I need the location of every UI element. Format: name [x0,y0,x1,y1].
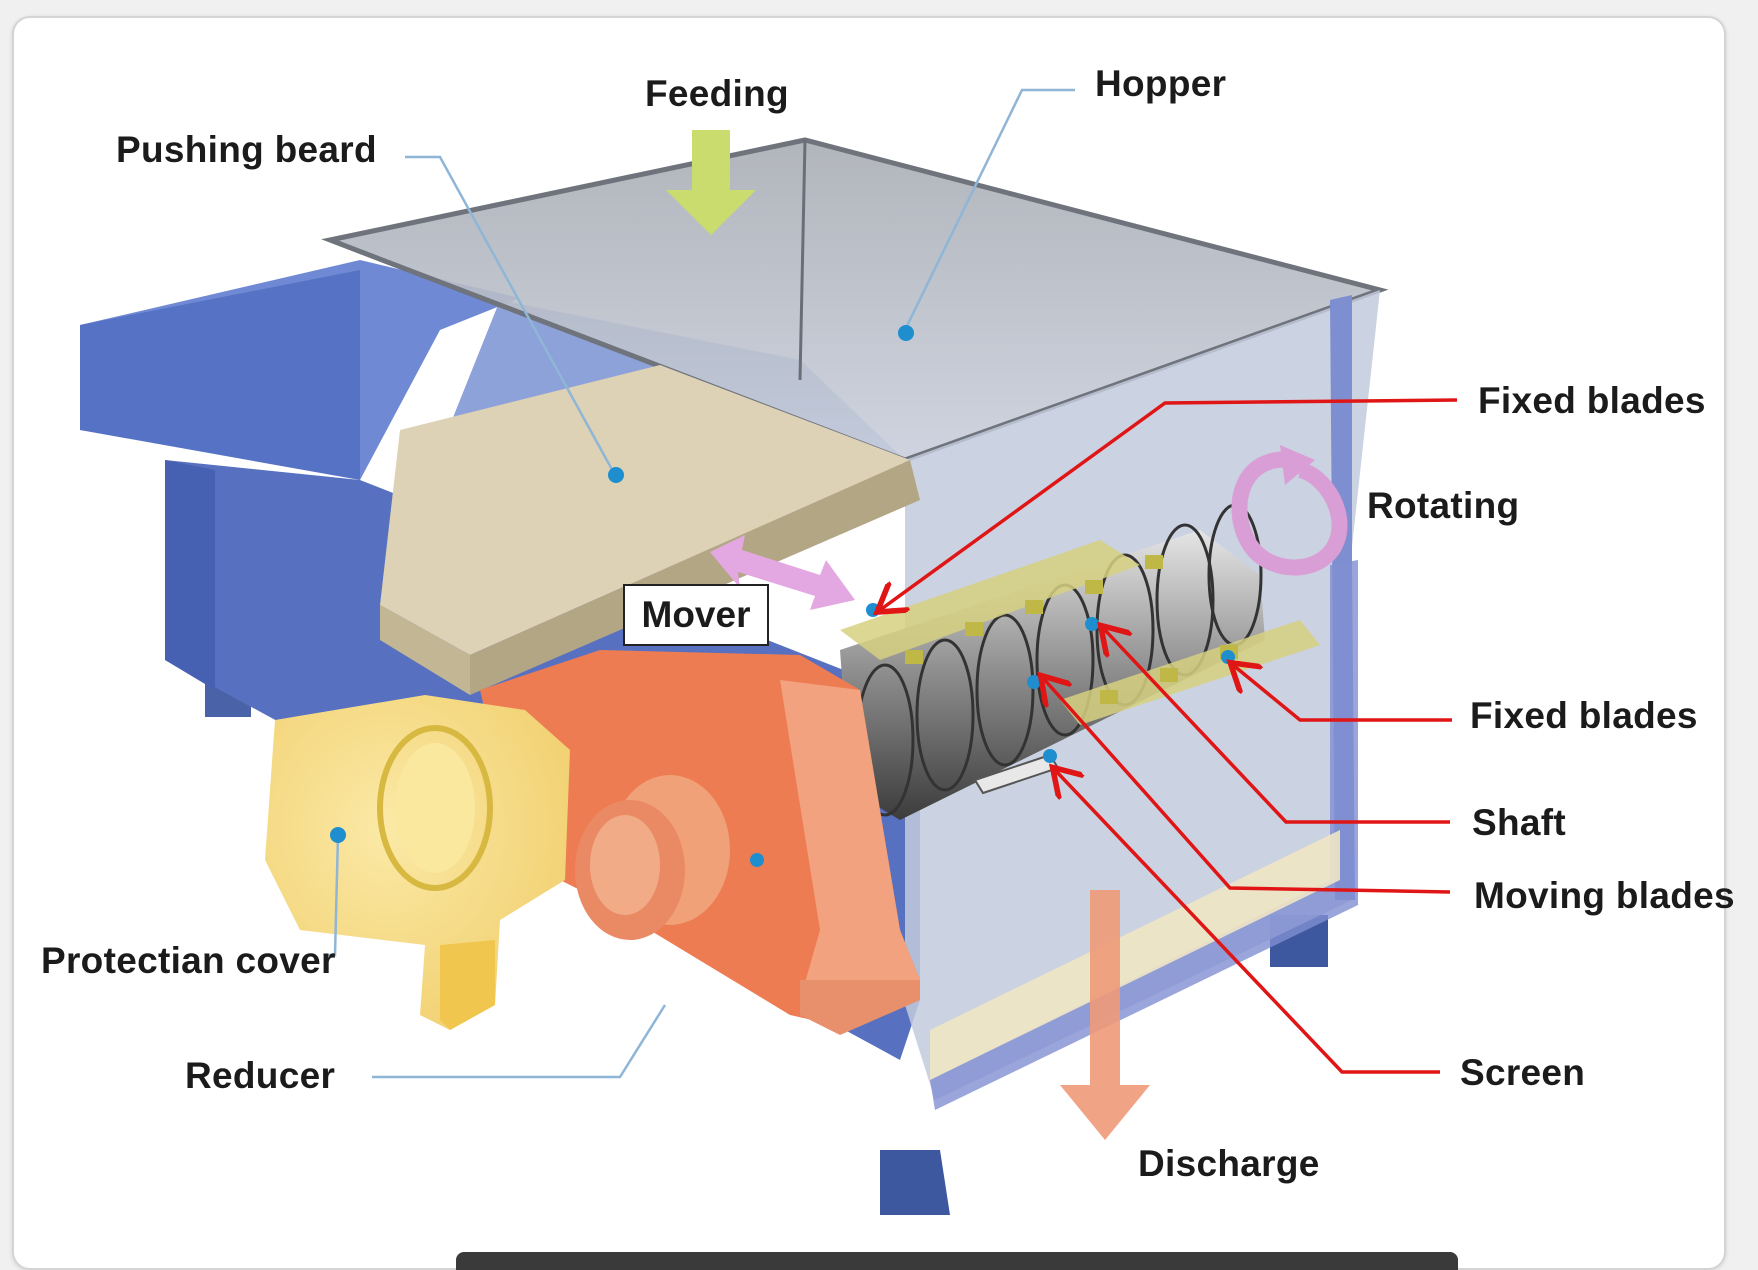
red-leader-lines [880,398,1458,1074]
label-feeding: Feeding [645,73,789,114]
label-protectian-cover: Protectian cover [41,940,336,981]
label-fixed-blades-mid: Fixed blades [1470,695,1698,736]
label-discharge: Discharge [1138,1143,1320,1184]
label-reducer: Reducer [185,1055,336,1096]
discharge-arrow [1060,890,1150,1140]
label-hopper: Hopper [1095,63,1227,104]
label-rotating: Rotating [1367,485,1520,526]
label-moving-blades: Moving blades [1474,875,1735,916]
protection-cover [265,695,570,1030]
label-mover: Mover [623,584,769,646]
label-shaft: Shaft [1472,802,1566,843]
label-fixed-blades-top: Fixed blades [1478,380,1706,421]
reducer-gearbox [480,650,920,1035]
blue-leader-lines [325,88,1075,1079]
bottom-scroll-bar[interactable] [456,1252,1458,1270]
label-pushing-beard: Pushing beard [116,129,377,170]
mover-arrow [710,535,855,610]
feeding-arrow [666,130,756,235]
label-screen: Screen [1460,1052,1586,1093]
pushing-plate [380,365,920,695]
rotating-arrow [1231,445,1348,576]
